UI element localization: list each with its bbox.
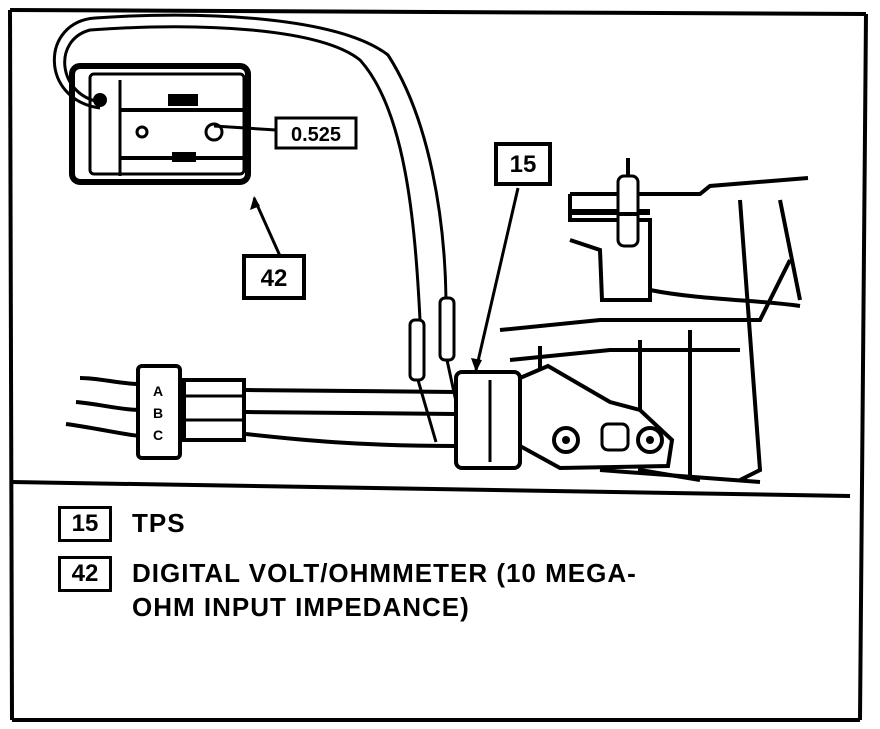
legend-line: DIGITAL VOLT/OHMMETER (10 MEGA- (132, 558, 637, 588)
tps-sensor (518, 363, 675, 471)
frame (8, 8, 868, 722)
meter-display-reading: 0.525 (291, 124, 341, 146)
pin-a-label: A (153, 383, 163, 399)
callout-15-label: 15 (510, 151, 537, 178)
meter-knob (204, 122, 224, 142)
pin-b-label: B (153, 405, 163, 421)
throttle-sensor-plug (616, 158, 640, 248)
digital-volt-ohmmeter (69, 63, 251, 185)
tps-connector (454, 370, 522, 470)
legend-divider (11, 480, 851, 498)
meter-leads (52, 13, 448, 321)
legend-line: TPS (132, 508, 186, 538)
harness-wires (65, 376, 457, 448)
legend-description: DIGITAL VOLT/OHMMETER (10 MEGA- OHM INPU… (132, 556, 637, 624)
legend-item-tps: 15 TPS (58, 506, 186, 542)
harness-connector: A B C (136, 364, 246, 460)
meter-lead-jack (93, 93, 107, 107)
callout-15: 15 (471, 142, 552, 372)
pin-c-label: C (153, 427, 163, 443)
legend-number-box: 15 (58, 506, 112, 542)
legend-description: TPS (132, 506, 186, 540)
meter-jack (135, 125, 149, 139)
legend-number-box: 42 (58, 556, 112, 592)
callout-42: 42 (242, 196, 306, 300)
legend-line: OHM INPUT IMPEDANCE) (132, 592, 470, 622)
legend-item-meter: 42 DIGITAL VOLT/OHMMETER (10 MEGA- OHM I… (58, 556, 637, 624)
meter-display-callout: 0.525 (213, 116, 358, 150)
callout-42-label: 42 (261, 265, 288, 292)
